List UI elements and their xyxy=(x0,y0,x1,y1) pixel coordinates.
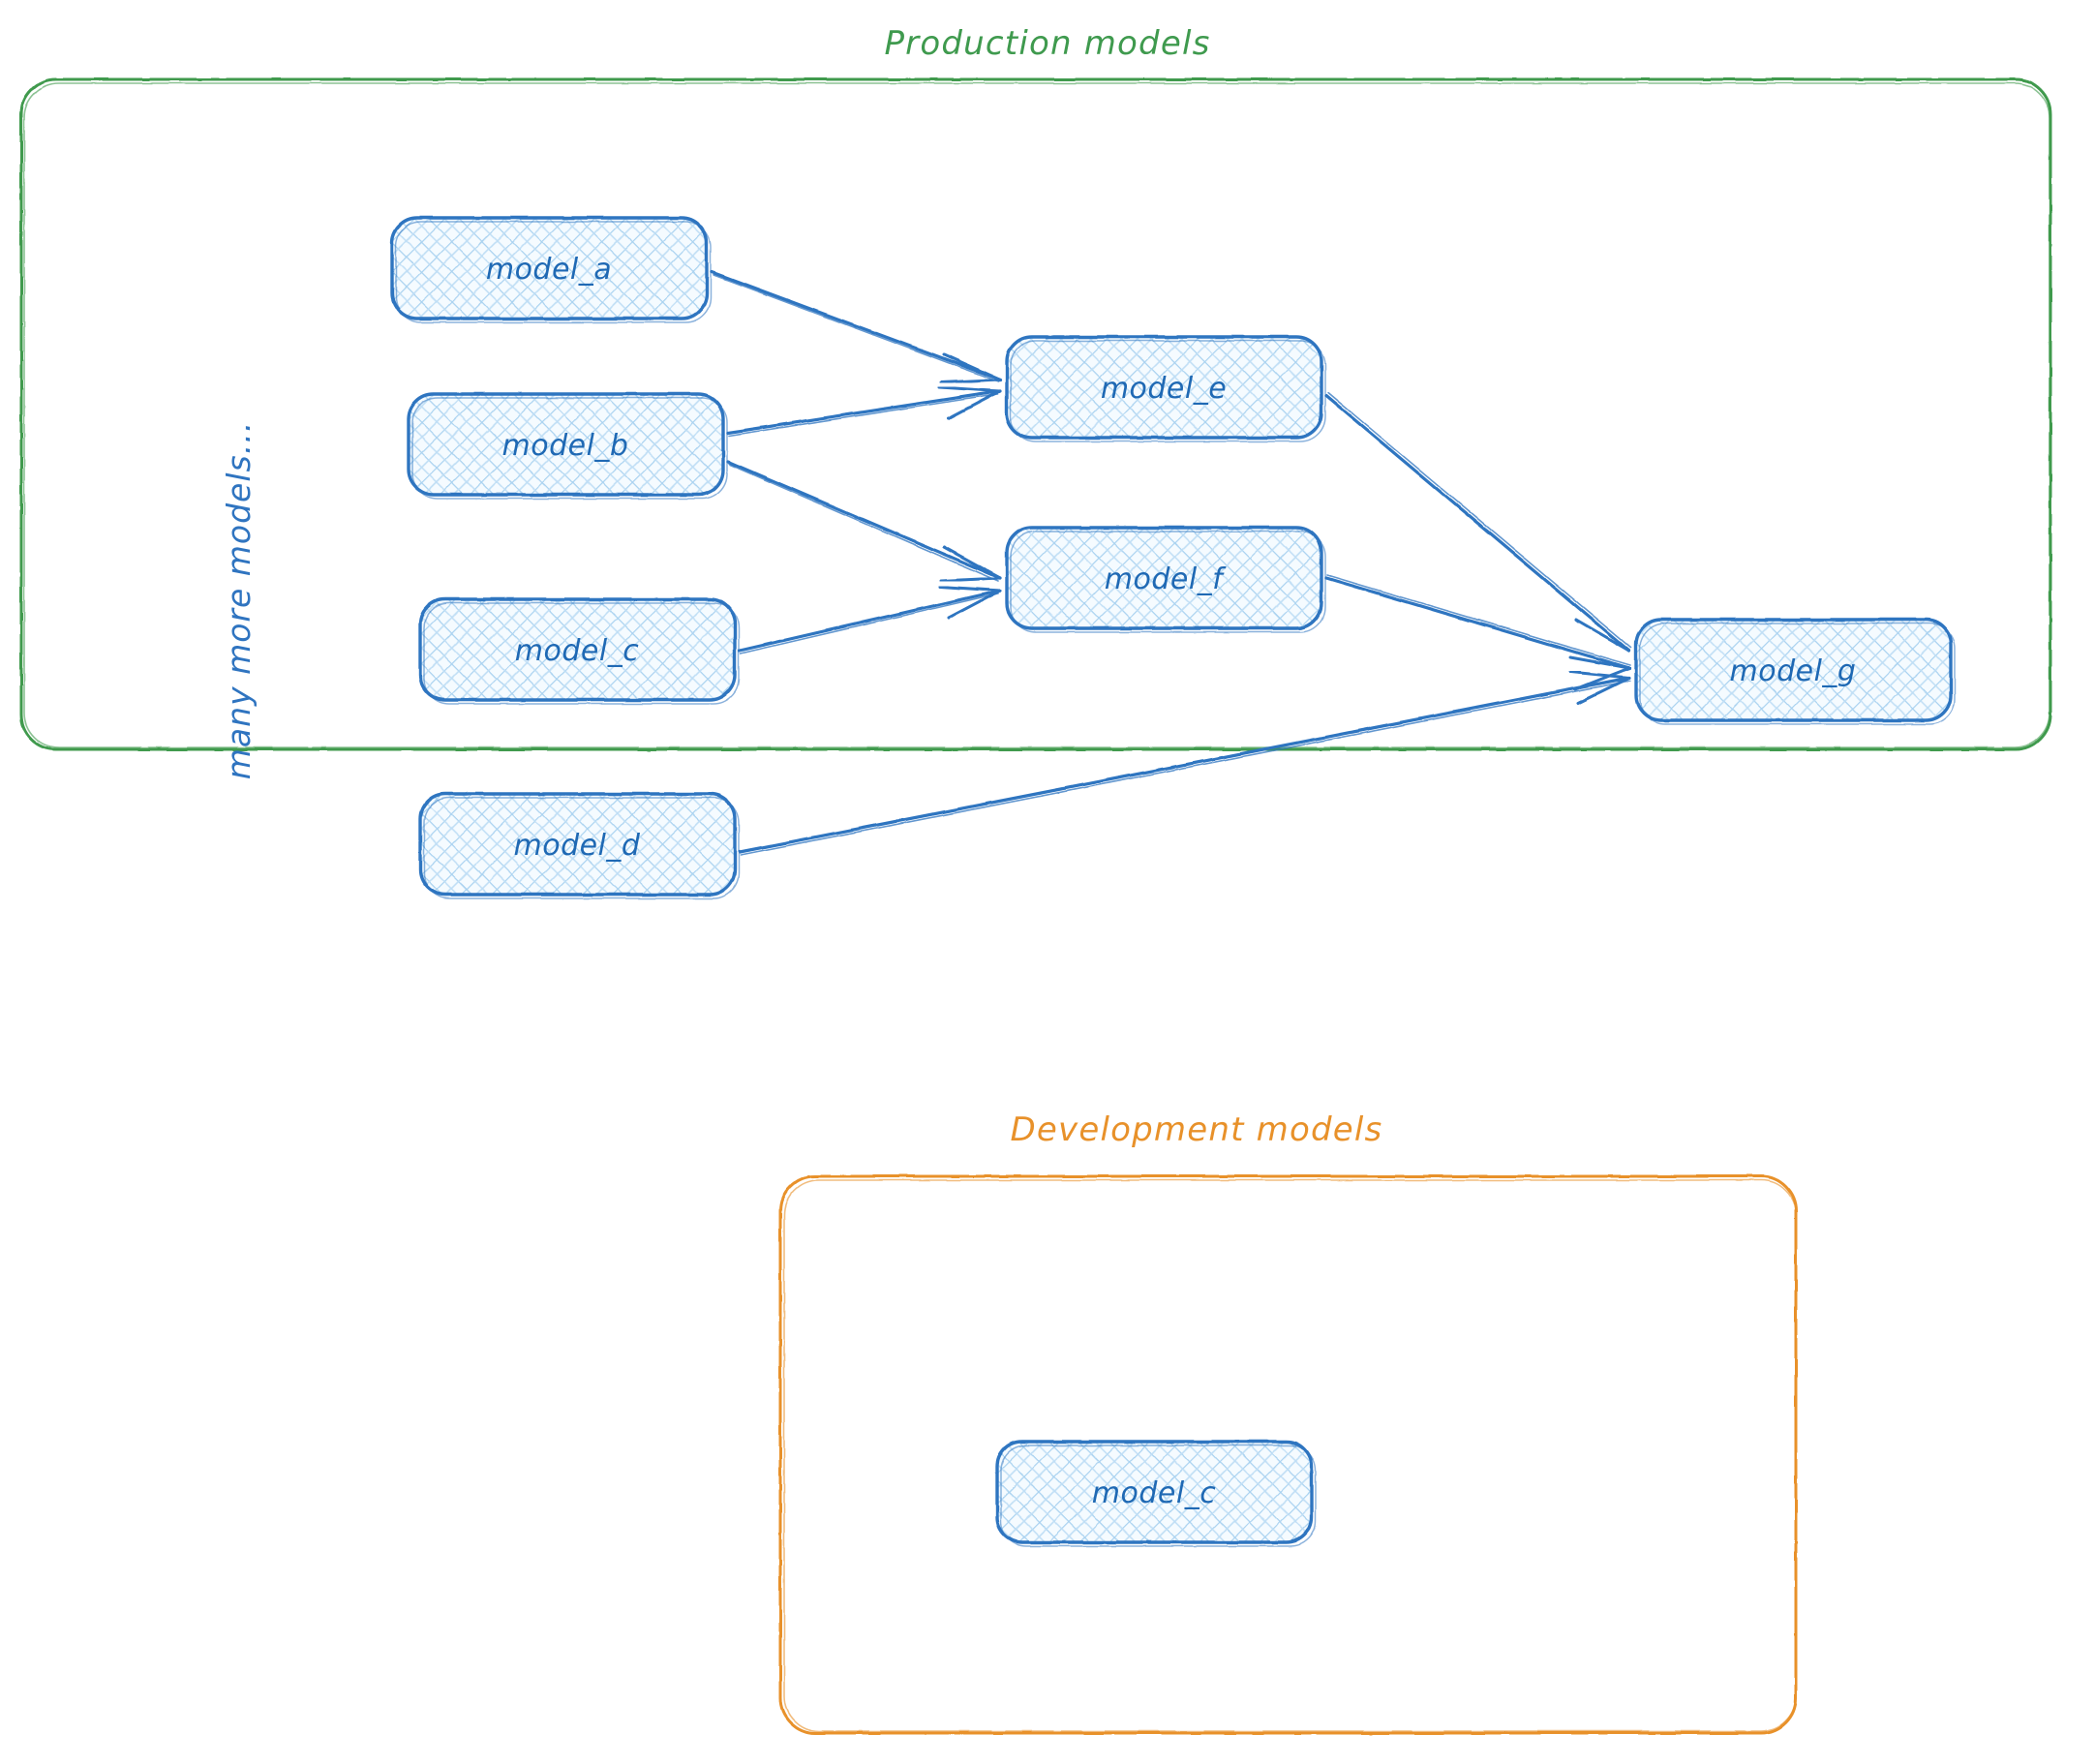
node-model_e-box[interactable] xyxy=(1005,335,1323,440)
edge-model_d-to-model_g xyxy=(738,670,1631,856)
node-model_c-box[interactable] xyxy=(418,597,737,702)
edge-model_a-to-model_e xyxy=(710,270,1002,384)
node-model_c-box-sketch xyxy=(423,602,740,705)
node-model_b[interactable]: model_b xyxy=(407,392,728,500)
node-model_f-box[interactable] xyxy=(1005,526,1323,630)
group-container-development: Development models xyxy=(778,1110,1798,1735)
edges-layer xyxy=(710,270,1632,856)
node-model_a[interactable]: model_a xyxy=(390,216,712,323)
node-model_g-label: model_g xyxy=(1730,654,1857,688)
node-model_g[interactable]: model_g xyxy=(1634,618,1956,725)
edge-model_e-to-model_g xyxy=(1324,392,1632,653)
production-group-box-sketch xyxy=(23,82,2050,748)
node-model_c[interactable]: model_c xyxy=(418,597,740,705)
node-model_g-box[interactable] xyxy=(1634,618,1953,722)
node-model_e-label: model_e xyxy=(1101,372,1227,406)
node-model_a-box[interactable] xyxy=(390,216,709,320)
node-model_a-box-sketch xyxy=(395,221,712,323)
node-model_d-box[interactable] xyxy=(418,792,737,897)
node-model_f[interactable]: model_f xyxy=(1005,526,1326,633)
node-model_f-box-sketch xyxy=(1010,531,1326,633)
nodes-layer: model_a model_b model_c model_d mode xyxy=(390,216,1956,1547)
edge-model_b-to-model_e xyxy=(726,385,1002,437)
development-group-title: Development models xyxy=(1011,1110,1383,1149)
node-model_c-dev[interactable]: model_c xyxy=(995,1440,1317,1547)
node-model_c-dev-box-sketch xyxy=(1000,1445,1317,1547)
node-model_c-dev-label: model_c xyxy=(1092,1476,1216,1510)
node-model_g-box-sketch xyxy=(1639,623,1956,725)
edge-model_c-to-model_f xyxy=(738,585,1002,654)
node-model_e[interactable]: model_e xyxy=(1005,335,1326,442)
side-note-label: many more models... xyxy=(220,421,258,779)
edge-model_b-to-model_f xyxy=(726,460,1002,583)
node-model_d-label: model_d xyxy=(514,829,641,863)
node-model_b-label: model_b xyxy=(502,429,629,463)
node-model_b-box-sketch xyxy=(411,397,728,500)
production-group-title: Production models xyxy=(884,24,1210,63)
node-model_d[interactable]: model_d xyxy=(418,792,740,899)
node-model_a-label: model_a xyxy=(486,253,612,287)
node-model_e-box-sketch xyxy=(1010,340,1326,442)
node-model_b-box[interactable] xyxy=(407,392,725,497)
development-group-box-sketch xyxy=(783,1179,1797,1732)
node-model_f-label: model_f xyxy=(1105,563,1227,596)
node-model_d-box-sketch xyxy=(423,797,740,899)
node-model_c-dev-box[interactable] xyxy=(995,1440,1314,1544)
node-model_c-label: model_c xyxy=(515,634,639,668)
production-group-box xyxy=(19,77,2052,751)
side-note-many-more-models: many more models... xyxy=(220,421,258,779)
group-container-production: Production models xyxy=(19,24,2052,751)
